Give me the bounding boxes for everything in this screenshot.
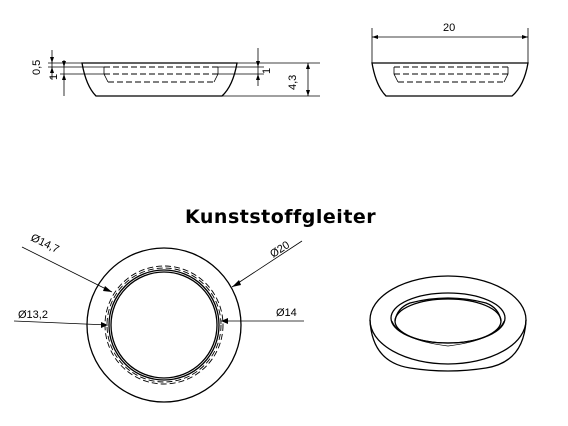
dim-20-label: 20 — [443, 22, 455, 34]
dim-d20-label: Ø20 — [268, 239, 292, 260]
iso-body — [369, 319, 527, 372]
iso-inner-wall — [391, 320, 505, 347]
side-view-body — [81, 62, 238, 97]
iso-inner-step — [394, 297, 502, 322]
front-view: 20 — [371, 22, 529, 97]
top-view: Ø14,7 Ø20 Ø13,2 Ø14 — [13, 232, 304, 403]
dim-1-left-label: 1 — [48, 74, 60, 80]
outer-circle — [86, 247, 242, 403]
dim-0-5-label: 0,5 — [31, 60, 43, 75]
dim-d14-label: Ø14 — [276, 307, 297, 319]
inner-circle-2 — [110, 271, 218, 379]
dim-1-right-label: 1 — [261, 68, 273, 74]
inner-circle-1 — [108, 269, 220, 381]
isometric-view — [369, 275, 527, 372]
dim-d14-7-label: Ø14,7 — [29, 232, 61, 256]
hidden-circle-outer — [106, 267, 222, 383]
drawing-title: Kunststoffgleiter — [185, 206, 376, 228]
iso-rim-outer — [369, 275, 527, 365]
dim-d13-2-label: Ø13,2 — [18, 309, 48, 321]
dim-4-3-label: 4,3 — [287, 75, 299, 90]
side-view: 0,5 1 1 4,3 — [31, 48, 320, 97]
side-view-groove-left — [103, 67, 109, 83]
hidden-circle-inner — [104, 265, 224, 385]
iso-recess-inner — [394, 298, 502, 344]
side-view-groove-right — [213, 67, 219, 83]
front-view-body — [371, 62, 529, 97]
